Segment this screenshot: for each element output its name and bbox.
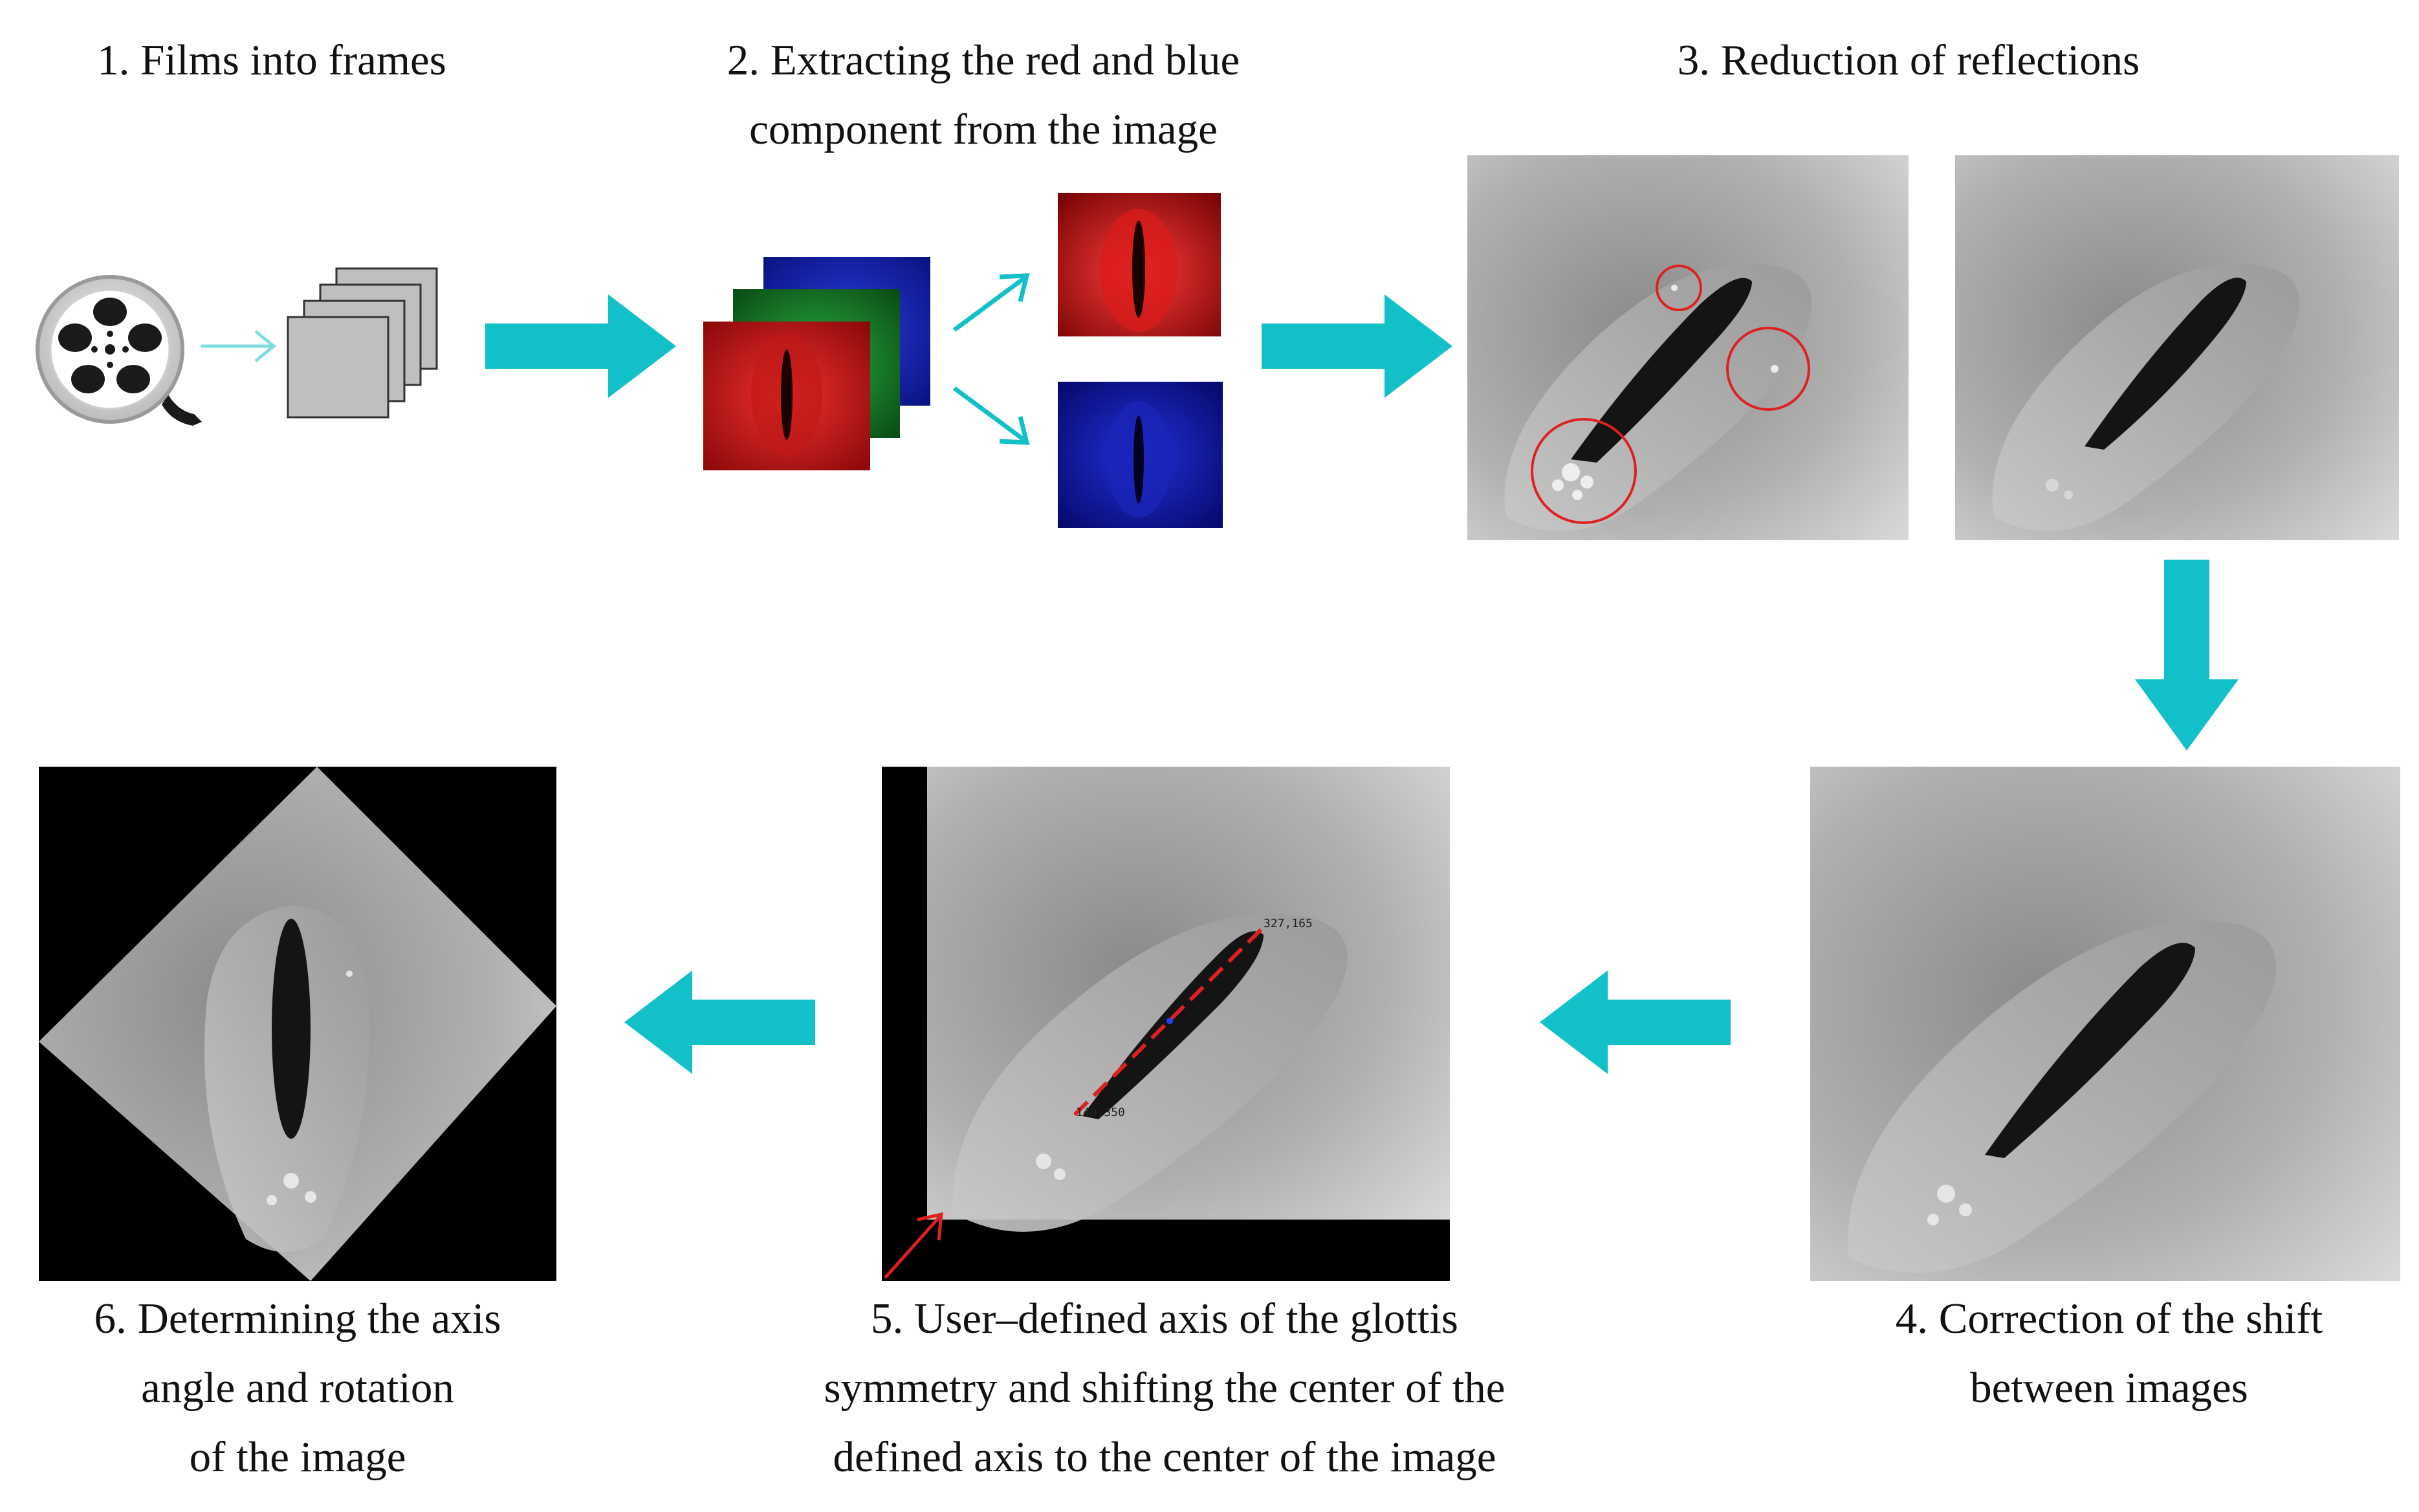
reflection-highlight-small [1656, 265, 1702, 311]
flow-arrow-1 [485, 294, 676, 398]
glottis-image-reflections-removed [1955, 155, 2399, 540]
film-reel-icon [36, 275, 202, 426]
step-5-label: 5. User–defined axis of the glottis symm… [744, 1284, 1585, 1492]
step-4-label: 4. Correction of the shift between image… [1812, 1284, 2407, 1423]
step-6-line-3: of the image [189, 1433, 406, 1481]
step-2-line-2: component from the image [749, 105, 1218, 153]
step-6-label: 6. Determining the axis angle and rotati… [26, 1284, 569, 1492]
glottis-image-user-axis: 327,165 140,350 [882, 767, 1450, 1281]
split-arrow-up [952, 273, 1030, 332]
step-5-line-3: defined axis to the center of the image [833, 1433, 1496, 1481]
red-channel-image [1058, 193, 1221, 336]
glottis-image-with-reflections [1467, 155, 1909, 540]
glottis-symmetry-axis [1073, 925, 1265, 1117]
reflection-highlight-large [1531, 418, 1637, 524]
center-shift-arrow [884, 1215, 941, 1279]
step-4-line-2: between images [1970, 1364, 2248, 1412]
frame-stack-icon [287, 267, 438, 419]
flow-arrow-5 [624, 970, 815, 1074]
axis-end-coordinate: 327,165 [1264, 917, 1313, 930]
flow-arrow-2 [1262, 294, 1452, 398]
blue-channel-image [1058, 382, 1223, 528]
step-5-line-1: 5. User–defined axis of the glottis [870, 1295, 1459, 1342]
split-arrow-down [952, 386, 1030, 445]
step-3-label: 3. Reduction of reflections [1579, 26, 2238, 95]
step-3-line-1: 3. Reduction of reflections [1677, 36, 2140, 84]
reflection-highlight-medium [1726, 327, 1810, 411]
rgb-channel-stack-icon [703, 257, 930, 470]
step-2-line-1: 2. Extracting the red and blue [727, 36, 1240, 84]
flow-arrow-4 [1540, 970, 1731, 1074]
thin-arrow-icon [201, 330, 276, 362]
step-2-label: 2. Extracting the red and blue component… [647, 26, 1320, 164]
step-1-line-1: 1. Films into frames [97, 36, 446, 84]
flow-arrow-3 [2135, 560, 2238, 751]
step-1-label: 1. Films into frames [39, 26, 505, 95]
step-6-line-1: 6. Determining the axis [94, 1295, 501, 1342]
step-4-line-1: 4. Correction of the shift [1895, 1295, 2323, 1342]
step-6-line-2: angle and rotation [141, 1364, 454, 1412]
step-5-line-2: symmetry and shifting the center of the [824, 1364, 1505, 1412]
glottis-image-shift-corrected [1810, 767, 2400, 1281]
axis-start-coordinate: 140,350 [1076, 1106, 1125, 1119]
glottis-image-rotated [39, 767, 556, 1281]
